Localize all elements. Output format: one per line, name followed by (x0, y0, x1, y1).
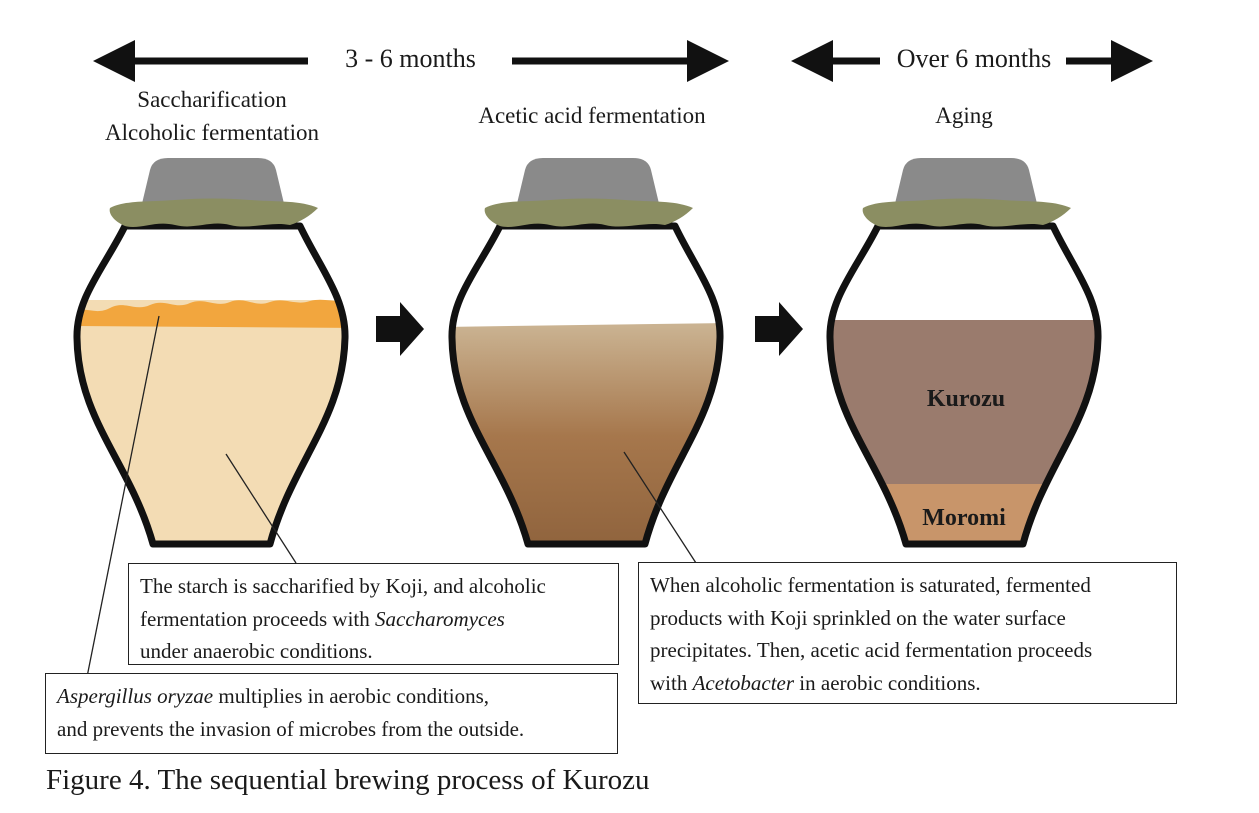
note-line: precipitates. Then, acetic acid fermenta… (650, 638, 1093, 662)
note-line: and prevents the invasion of microbes fr… (57, 716, 525, 741)
cloth-cover (862, 198, 1071, 227)
jar-lid (893, 158, 1039, 212)
note-line: products with Koji sprinkled on the wate… (650, 605, 1066, 630)
jar-aging: Kurozu Moromi (826, 158, 1102, 548)
jar-lid (140, 158, 286, 212)
kurozu-label: Kurozu (927, 386, 1005, 412)
note-acetic-acid-fermentation: When alcoholic fermentation is saturated… (638, 562, 1177, 704)
jar-saccharification (73, 158, 349, 548)
next-stage-arrow (376, 302, 424, 356)
figure-caption: Figure 4. The sequential brewing process… (46, 764, 650, 796)
jar-acetic-fermentation (448, 158, 724, 548)
duration-label-over-6-months: Over 6 months (896, 44, 1052, 73)
note-line: under anaerobic conditions. (140, 639, 373, 663)
vinegar-liquid (451, 323, 721, 544)
note-line: When alcoholic fermentation is saturated… (650, 573, 1091, 597)
koji-layer (76, 299, 346, 328)
stage-label-aging: Aging (935, 103, 993, 128)
note-line: fermentation proceeds with Saccharomyces (140, 606, 505, 631)
note-line: with Acetobacter in aerobic conditions. (650, 670, 981, 695)
next-stage-arrow (755, 302, 803, 356)
stage-label-alcoholic-fermentation: Alcoholic fermentation (105, 120, 319, 145)
note-line: The starch is saccharified by Koji, and … (140, 574, 546, 598)
stage-label-acetic-acid-fermentation: Acetic acid fermentation (478, 103, 706, 128)
cloth-cover (484, 198, 693, 227)
note-starch-saccharification: The starch is saccharified by Koji, and … (128, 563, 619, 665)
moromi-label: Moromi (922, 505, 1006, 531)
cloth-cover (109, 198, 318, 227)
stage-label-saccharification: Saccharification (137, 87, 287, 112)
kurozu-layer (829, 320, 1099, 484)
duration-label-3-6-months: 3 - 6 months (345, 44, 476, 73)
note-aspergillus-oryzae: Aspergillus oryzae multiplies in aerobic… (45, 673, 618, 754)
pointer-line-acetic (623, 451, 697, 564)
jar-lid (515, 158, 661, 212)
pointer-line-aspergillus (86, 315, 160, 678)
note-line: Aspergillus oryzae multiplies in aerobic… (57, 684, 490, 708)
pointer-line-starch (225, 453, 297, 564)
